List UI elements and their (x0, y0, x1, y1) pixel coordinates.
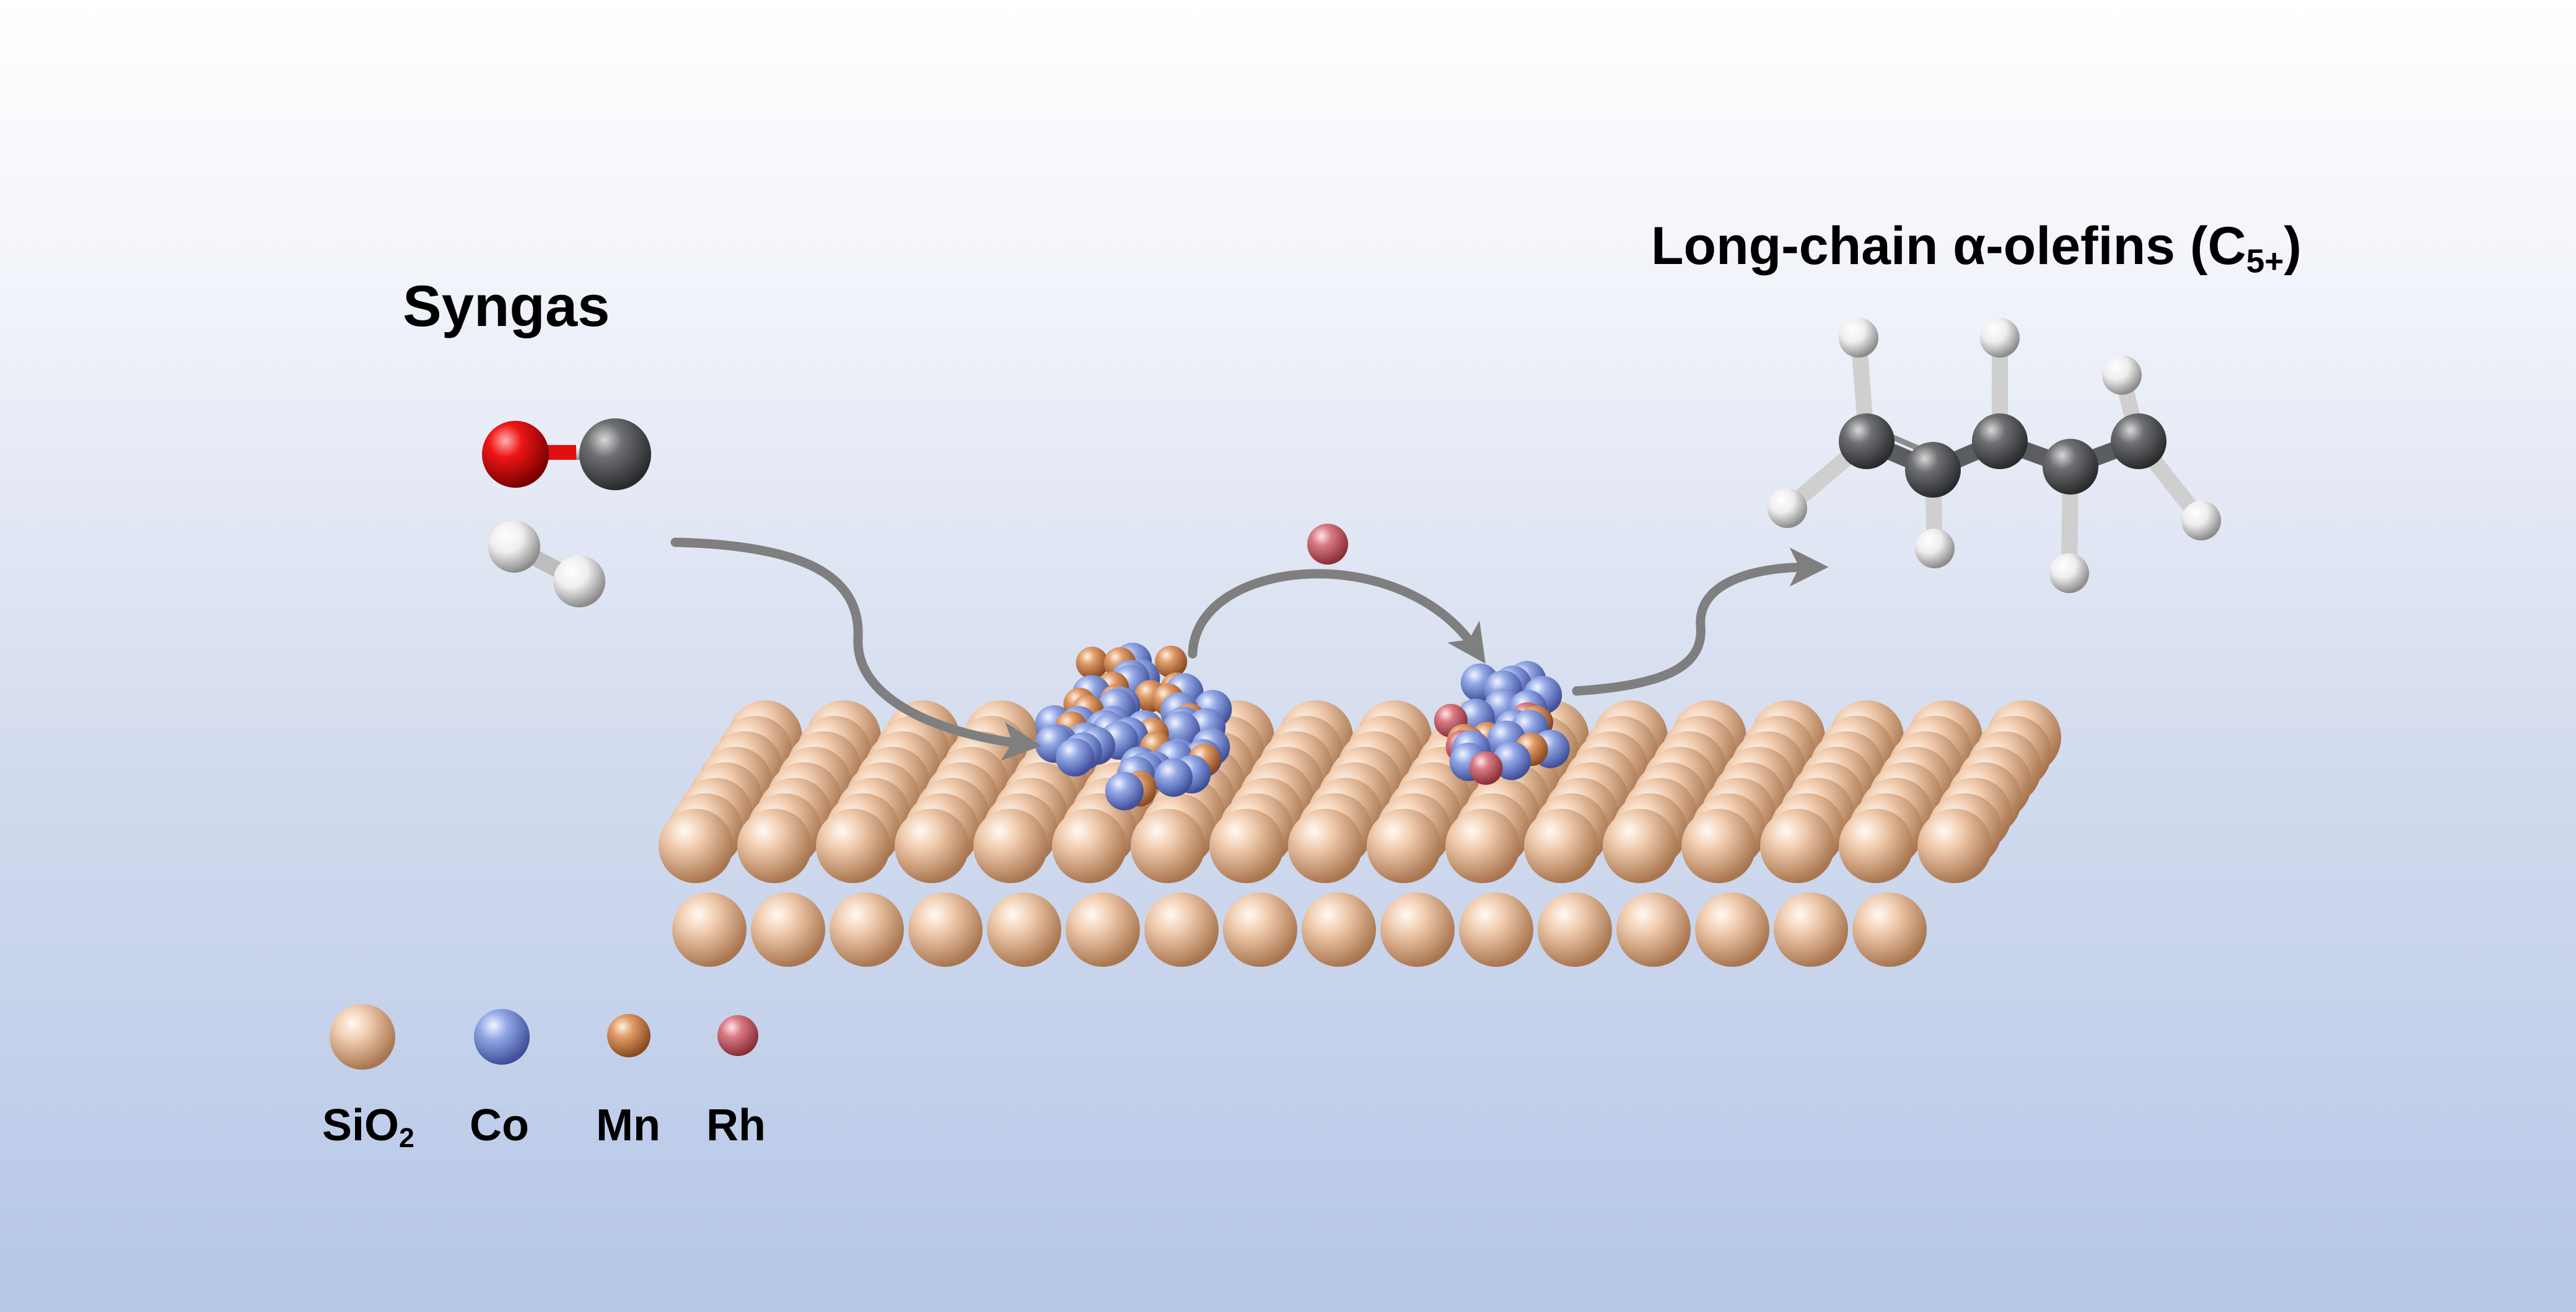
sio2-atom (1524, 809, 1598, 883)
sio2-atom (1760, 809, 1834, 883)
legend-co-sphere (474, 1009, 530, 1065)
co-atom (1154, 758, 1193, 797)
sio2-atom (816, 809, 890, 883)
hydrogen-atom (553, 555, 605, 607)
co-mn-nanoparticle (1035, 643, 1232, 811)
legend-spheres (330, 1004, 758, 1070)
product-label-subscript: 5+ (2246, 243, 2284, 280)
sio2-atom (1774, 892, 1848, 967)
sio2-atom (737, 809, 812, 883)
legend-mn-sphere (607, 1014, 651, 1057)
product-label-main: Long-chain α-olefins (C (1651, 216, 2246, 276)
syngas-label: Syngas (403, 273, 610, 338)
carbon-atom (2043, 439, 2098, 495)
legend-rh-sphere (717, 1015, 758, 1056)
sio2-atom (1695, 892, 1769, 967)
product-label: Long-chain α-olefins (C5+) (1651, 216, 2302, 280)
hydrogen-atom (488, 521, 540, 573)
sio2-atom (895, 809, 969, 883)
sio2-atom (1445, 809, 1520, 883)
sio2-atom (1302, 892, 1376, 967)
sio2-atom (1681, 809, 1756, 883)
sio2-atom (1603, 809, 1677, 883)
oxygen-atom (482, 421, 549, 488)
sio2-atom (659, 809, 733, 883)
hydrogen-atom (1915, 529, 1955, 568)
sio2-atom (1380, 892, 1455, 967)
co-atom (1056, 738, 1095, 777)
sio2-atom (1839, 809, 1913, 883)
mn-atom (1155, 645, 1188, 678)
sio2-atom (987, 892, 1061, 967)
legend-label-sio2: SiO2 (322, 1101, 414, 1154)
h2-molecule (488, 521, 605, 607)
hydrogen-atom (1768, 488, 1807, 528)
sio2-atom (1852, 892, 1927, 967)
carbon-atom (1839, 413, 1895, 469)
sio2-atom (1052, 809, 1126, 883)
product-label-close: ) (2284, 216, 2302, 276)
sio2-atom (1209, 809, 1284, 883)
sio2-atom (1144, 892, 1219, 967)
carbon-atom (1905, 442, 1961, 498)
sio2-atom (908, 892, 983, 967)
rh-atom (1469, 751, 1503, 785)
catalyst-to-product-arrow (1572, 547, 1829, 696)
mn-atom (1076, 646, 1108, 679)
sio2-atom (1131, 809, 1205, 883)
rh-atom (1307, 524, 1348, 565)
sio2-atom (1538, 892, 1612, 967)
hydrogen-atom (2049, 553, 2089, 593)
sio2-atom (1288, 809, 1362, 883)
hydrogen-atom (2102, 355, 2142, 395)
carbon-atom (1972, 413, 2028, 469)
sio2-atom (1917, 809, 1992, 883)
sio2-atom (1367, 809, 1441, 883)
sio2-atom (672, 892, 747, 967)
sio2-atom (1616, 892, 1691, 967)
sio2-atom (1223, 892, 1297, 967)
sio2-support-slab (659, 700, 2061, 967)
legend-label-mn: Mn (596, 1101, 660, 1150)
hydrogen-atom (1980, 318, 2020, 358)
sio2-atom (1459, 892, 1533, 967)
rh-promoted-nanoparticle (1434, 661, 1570, 785)
sio2-atom (751, 892, 825, 967)
olefin-molecule (1768, 318, 2221, 593)
legend-label-rh: Rh (706, 1101, 766, 1150)
legend-sio2-sphere (330, 1004, 395, 1070)
hydrogen-atom (2181, 501, 2221, 540)
sio2-atom (973, 809, 1048, 883)
sio2-atom (1066, 892, 1140, 967)
co-molecule (482, 418, 651, 490)
syngas-to-catalyst-arrow (670, 537, 1042, 761)
co-atom (1105, 772, 1144, 811)
legend-label-co: Co (470, 1101, 529, 1150)
carbon-atom (579, 418, 651, 490)
sio2-atom (830, 892, 904, 967)
hydrogen-atom (1839, 318, 1878, 358)
rh-doping-arrow (1188, 569, 1486, 664)
carbon-atom (2111, 413, 2166, 469)
